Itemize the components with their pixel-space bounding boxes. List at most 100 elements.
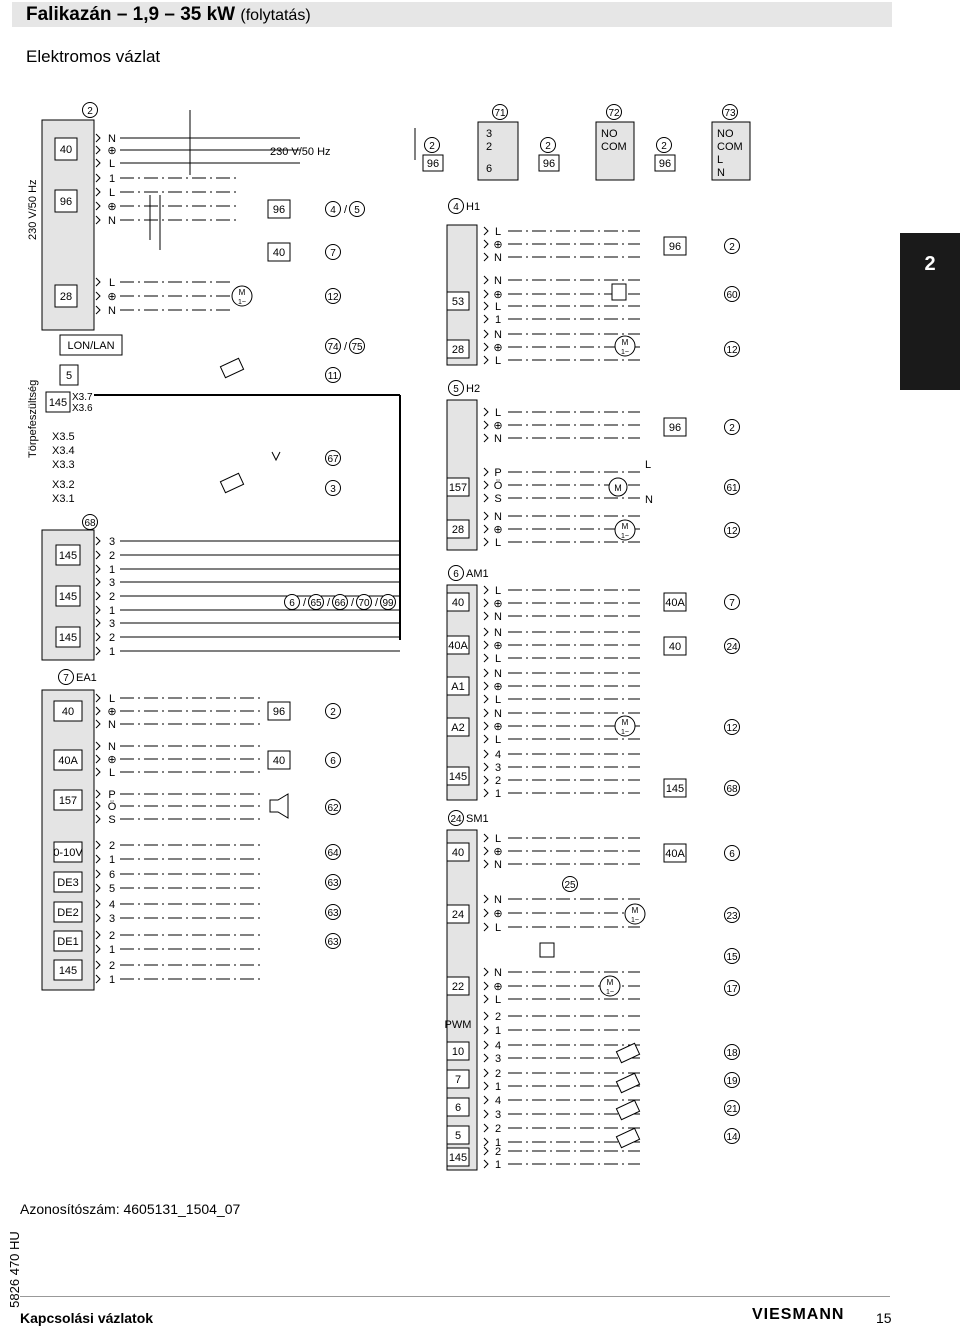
- page-number: 15: [876, 1310, 892, 1326]
- pin-label: 1: [109, 974, 115, 986]
- mid-ref-70-label: 70: [358, 598, 370, 609]
- pin-label: N: [494, 859, 502, 871]
- circle-2-top-label: 2: [87, 106, 93, 117]
- pin-label: N: [494, 433, 502, 445]
- motor-ac-label: 1~: [621, 349, 629, 356]
- right-ref-61: [724, 479, 740, 495]
- sm1-plug-40: [446, 842, 470, 862]
- am1-plug-0: [446, 592, 470, 612]
- motor-label: M: [622, 338, 629, 347]
- plug-28-label: 28: [60, 291, 72, 303]
- right-plug-7-label: 40: [669, 641, 681, 653]
- relay-plug-2: [654, 154, 676, 172]
- pin-marker: [95, 145, 101, 155]
- h1-plug-53-label: 53: [452, 296, 464, 308]
- ea1-plug-3-label: 0-10V: [53, 847, 83, 859]
- sm1-plug-40-label: 40: [452, 847, 464, 859]
- plug-lon-lan-label: LON/LAN: [67, 340, 114, 352]
- x35-label: X3.5: [52, 431, 75, 443]
- sm1-plug-6: [446, 1097, 470, 1117]
- pin-marker: [483, 493, 489, 503]
- mid-ref-6: [325, 752, 341, 768]
- mid-ref-74-label: 74: [327, 342, 339, 353]
- sm1-plug-5-label: 7: [455, 1074, 461, 1086]
- motor-label: M: [622, 718, 629, 727]
- right-ref-2-label: 2: [729, 423, 735, 434]
- mixer-l-label: L: [645, 459, 651, 471]
- pin-label: L: [495, 537, 501, 549]
- mid-ref-66-label: 66: [334, 598, 346, 609]
- sm1-pwm-label: PWM: [445, 1019, 472, 1031]
- pin-marker: [483, 694, 489, 704]
- mid-ref-4: [325, 201, 341, 217]
- chapter-tab[interactable]: 2: [900, 233, 960, 390]
- pin-label: 6: [109, 869, 115, 881]
- sm1-plug-8: [446, 1147, 470, 1167]
- right-ref-12-label: 12: [726, 526, 738, 537]
- right-plug-6-label: 40A: [665, 597, 685, 609]
- mid-ref-12: [325, 288, 341, 304]
- right-ref-2: [724, 238, 740, 254]
- h1-label: H1: [466, 201, 480, 213]
- relay72-pin: NO: [601, 128, 618, 140]
- pin-label: 1: [495, 1025, 501, 1037]
- mid-ref-64-label: 64: [327, 848, 339, 859]
- am1-plug-1: [446, 635, 470, 655]
- pin-label: 4: [495, 1095, 501, 1107]
- relay-plug-0: [422, 154, 444, 172]
- relay73-pin: COM: [717, 141, 743, 153]
- right-plug-6: [663, 592, 687, 612]
- right-ref-7-label: 7: [729, 598, 735, 609]
- h2-plug-157: [446, 477, 470, 497]
- pin-marker: [483, 598, 489, 608]
- sm1-plug-7: [446, 1125, 470, 1145]
- pin-label: L: [495, 833, 501, 845]
- mid-ref-62-label: 62: [327, 803, 339, 814]
- pin-marker: [95, 801, 101, 811]
- pin-label: Ö: [108, 801, 117, 813]
- pin-label: N: [494, 329, 502, 341]
- right-ref-18-label: 18: [726, 1048, 738, 1059]
- bus-plug-145-0-label: 145: [59, 550, 77, 562]
- mid-ref-63-label: 63: [327, 937, 339, 948]
- pin-marker: [483, 1146, 489, 1156]
- h1-plug-53: [446, 291, 470, 311]
- relay73-pin: NO: [717, 128, 734, 140]
- pin-marker: [95, 277, 101, 287]
- pin-label: N: [494, 275, 502, 287]
- header-bar: [12, 2, 892, 27]
- sm1-label: SM1: [466, 813, 489, 825]
- mid-plug-1: [267, 242, 291, 262]
- slash: /: [344, 341, 348, 353]
- mid-ref-11: [325, 367, 341, 383]
- pin-marker: [483, 981, 489, 991]
- bus-plug-145-2-label: 145: [59, 632, 77, 644]
- relay-num-1: [540, 137, 556, 153]
- pin-label: ⊕: [493, 640, 502, 652]
- pin-label: ⊕: [493, 721, 502, 733]
- mid-plug-9: [267, 750, 291, 770]
- mid-ref-75-label: 75: [351, 342, 363, 353]
- pin-marker: [483, 314, 489, 324]
- pin-label: ⊕: [107, 754, 116, 766]
- x34-label: X3.4: [52, 445, 75, 457]
- ea1-plug-7: [53, 959, 83, 981]
- footer-divider: [20, 1296, 890, 1297]
- sm1-plug-4: [446, 1041, 470, 1061]
- temp-sensor-icon: [219, 357, 245, 379]
- pin-marker: [95, 201, 101, 211]
- right-ref-21: [724, 1100, 740, 1116]
- pin-marker: [483, 708, 489, 718]
- right-ref-19: [724, 1072, 740, 1088]
- pin-marker: [483, 1109, 489, 1119]
- mid-ref-63: [325, 933, 341, 949]
- antenna-icon: [271, 451, 281, 462]
- pin-label: L: [495, 226, 501, 238]
- sm1-plug-5: [446, 1069, 470, 1089]
- motor-ac-label: 1~: [238, 299, 246, 306]
- footer-section: Kapcsolási vázlatok: [20, 1310, 154, 1326]
- pin-label: N: [494, 511, 502, 523]
- pin-label: ⊕: [493, 908, 502, 920]
- pin-label: 2: [495, 775, 501, 787]
- pin-marker: [95, 305, 101, 315]
